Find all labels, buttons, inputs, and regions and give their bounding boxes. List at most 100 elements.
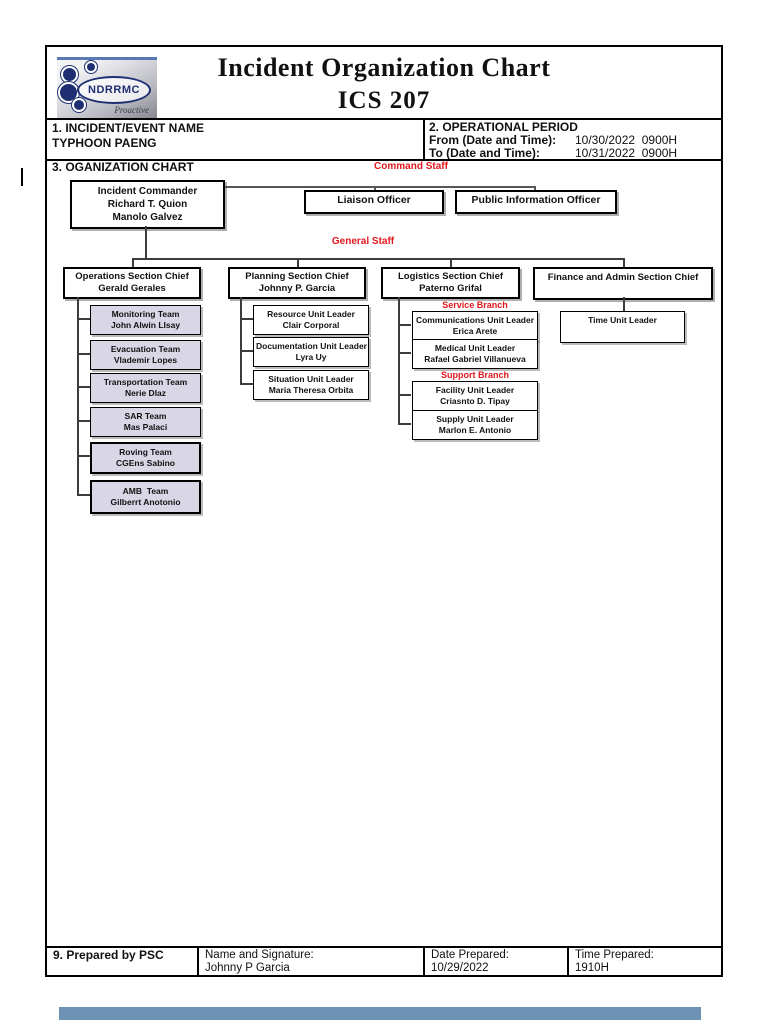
header-divider [423,120,425,159]
connector-team-stub [77,353,90,355]
to-value: 10/31/2022 0900H [575,146,678,160]
situation-unit-box: Situation Unit Leader Maria Theresa Orbi… [253,370,369,400]
unit-role: Documentation Unit Leader [256,341,367,351]
connector-unit-stub [240,318,253,320]
finance-admin-section-chief-box: Finance and Admin Section Chief [533,267,713,300]
connector-unit-stub [398,324,411,326]
prepared-by-row: 9. Prepared by PSC Name and Signature: J… [47,946,721,975]
operational-period-label: 2. OPERATIONAL PERIOD [429,120,578,134]
connector-general-horizontal [132,258,625,260]
connector-unit-stub [398,394,411,396]
logistics-section-chief-box: Logistics Section Chief Paterno Grifal [381,267,520,299]
planning-section-chief-box: Planning Section Chief Johnny P. Garcia [228,267,366,299]
logo-oval: NDRRMC [77,76,151,104]
operations-chief-name: Gerald Gerales [98,283,166,294]
unit-role: Situation Unit Leader [268,374,354,384]
incident-commander-box: Incident Commander Richard T. Quion Mano… [70,180,225,229]
transportation-team-box: Transportation Team Nerie DIaz [90,373,201,403]
unit-role: Medical Unit Leader [434,343,516,353]
finance-chief-role: Finance and Admin Section Chief [547,272,699,283]
incident-name-value: TYPHOON PAENG [52,136,157,150]
logo-text: NDRRMC [88,84,140,96]
planning-chief-name: Johnny P. Garcia [258,283,336,294]
connector-finance-spine [623,297,625,312]
team-name: Mas Palaci [123,422,168,432]
public-information-officer-label: Public Information Officer [471,194,601,206]
logistics-chief-role: Logistics Section Chief [397,271,504,282]
incident-name-label: 1. INCIDENT/EVENT NAME [52,121,205,135]
resource-unit-box: Resource Unit Leader Clair Corporal [253,305,369,335]
general-staff-label: General Staff [331,236,395,247]
incident-commander-name-2: Manolo Galvez [112,212,183,223]
team-role: Roving Team [119,447,172,457]
supply-unit-box: Supply Unit Leader Marlon E. Antonio [412,410,538,440]
date-prepared-label: Date Prepared: [431,949,509,961]
unit-name: Lyra Uy [295,352,327,362]
connector-unit-stub [398,352,411,354]
operations-chief-role: Operations Section Chief [75,271,189,282]
unit-name: Maria Theresa Orbita [268,385,354,395]
amb-team-box: AMB Team Gilberrt Anotonio [90,480,201,514]
unit-name: Marlon E. Antonio [438,425,512,435]
connector-logistics-drop [450,258,452,267]
unit-name: Criasnto D. Tipay [440,396,510,406]
connector-team-stub [77,455,90,457]
connector-planning-spine [240,297,242,383]
medical-unit-box: Medical Unit Leader Rafael Gabriel Villa… [412,339,538,369]
period-from-row: From (Date and Time): 10/30/2022 0900H [429,134,677,147]
next-page-edge [59,1007,701,1020]
connector-planning-drop [297,258,299,267]
ndrrmc-logo: NDRRMC Proactive [57,57,157,118]
connector-team-stub [77,318,90,320]
team-name: Gilberrt Anotonio [110,497,181,507]
evacuation-team-box: Evacuation Team Vlademir Lopes [90,340,201,370]
connector-liaison-drop [374,186,376,192]
unit-role: Supply Unit Leader [436,414,514,424]
liaison-officer-label: Liaison Officer [337,194,411,206]
time-prepared-value: 1910H [575,962,609,974]
logo-circle-icon [72,98,86,112]
team-role: SAR Team [124,411,167,421]
connector-command-horizontal [225,186,536,188]
connector-operations-spine [77,297,79,495]
team-name: John Alwin LIsay [110,320,181,330]
incident-commander-title: Incident Commander [97,186,198,197]
team-name: CGEns Sabino [115,458,176,468]
name-signature-value: Johnny P Garcia [205,962,290,974]
documentation-unit-box: Documentation Unit Leader Lyra Uy [253,337,369,367]
connector-ic-drop [145,226,147,258]
unit-role: Resource Unit Leader [267,309,355,319]
service-branch-label: Service Branch [442,300,508,310]
connector-pio-drop [534,186,536,192]
from-label: From (Date and Time): [429,133,557,147]
connector-team-stub [77,494,90,496]
name-signature-cell: Name and Signature: Johnny P Garcia [197,948,423,975]
connector-unit-stub [398,423,411,425]
unit-role: Communications Unit Leader [415,315,535,325]
team-role: AMB Team [122,486,169,496]
connector-logistics-spine [398,297,400,423]
team-role: Transportation Team [103,377,188,387]
unit-role: Facility Unit Leader [435,385,515,395]
name-signature-label: Name and Signature: [205,949,314,961]
unit-name: Erica Arete [452,326,498,336]
time-prepared-label: Time Prepared: [575,949,654,961]
organization-chart-label: 3. OGANIZATION CHART [52,160,194,174]
sar-team-box: SAR Team Mas Palaci [90,407,201,437]
liaison-officer-box: Liaison Officer [304,190,444,214]
support-branch-label: Support Branch [440,370,509,380]
from-value: 10/30/2022 0900H [575,133,678,147]
date-prepared-value: 10/29/2022 [431,962,489,974]
time-unit-box: Time Unit Leader [560,311,685,343]
team-name: Nerie DIaz [124,388,167,398]
connector-unit-stub [240,350,253,352]
unit-name: Rafael Gabriel Villanueva [424,354,526,364]
time-prepared-cell: Time Prepared: 1910H [567,948,721,975]
date-prepared-cell: Date Prepared: 10/29/2022 [423,948,567,975]
logo-tagline: Proactive [114,105,149,115]
connector-team-stub [77,420,90,422]
form-number: ICS 207 [337,87,431,114]
operational-period-cell: 2. OPERATIONAL PERIOD From (Date and Tim… [429,121,677,160]
incident-commander-name-1: Richard T. Quion [107,199,188,210]
margin-tick-mark [21,168,23,186]
